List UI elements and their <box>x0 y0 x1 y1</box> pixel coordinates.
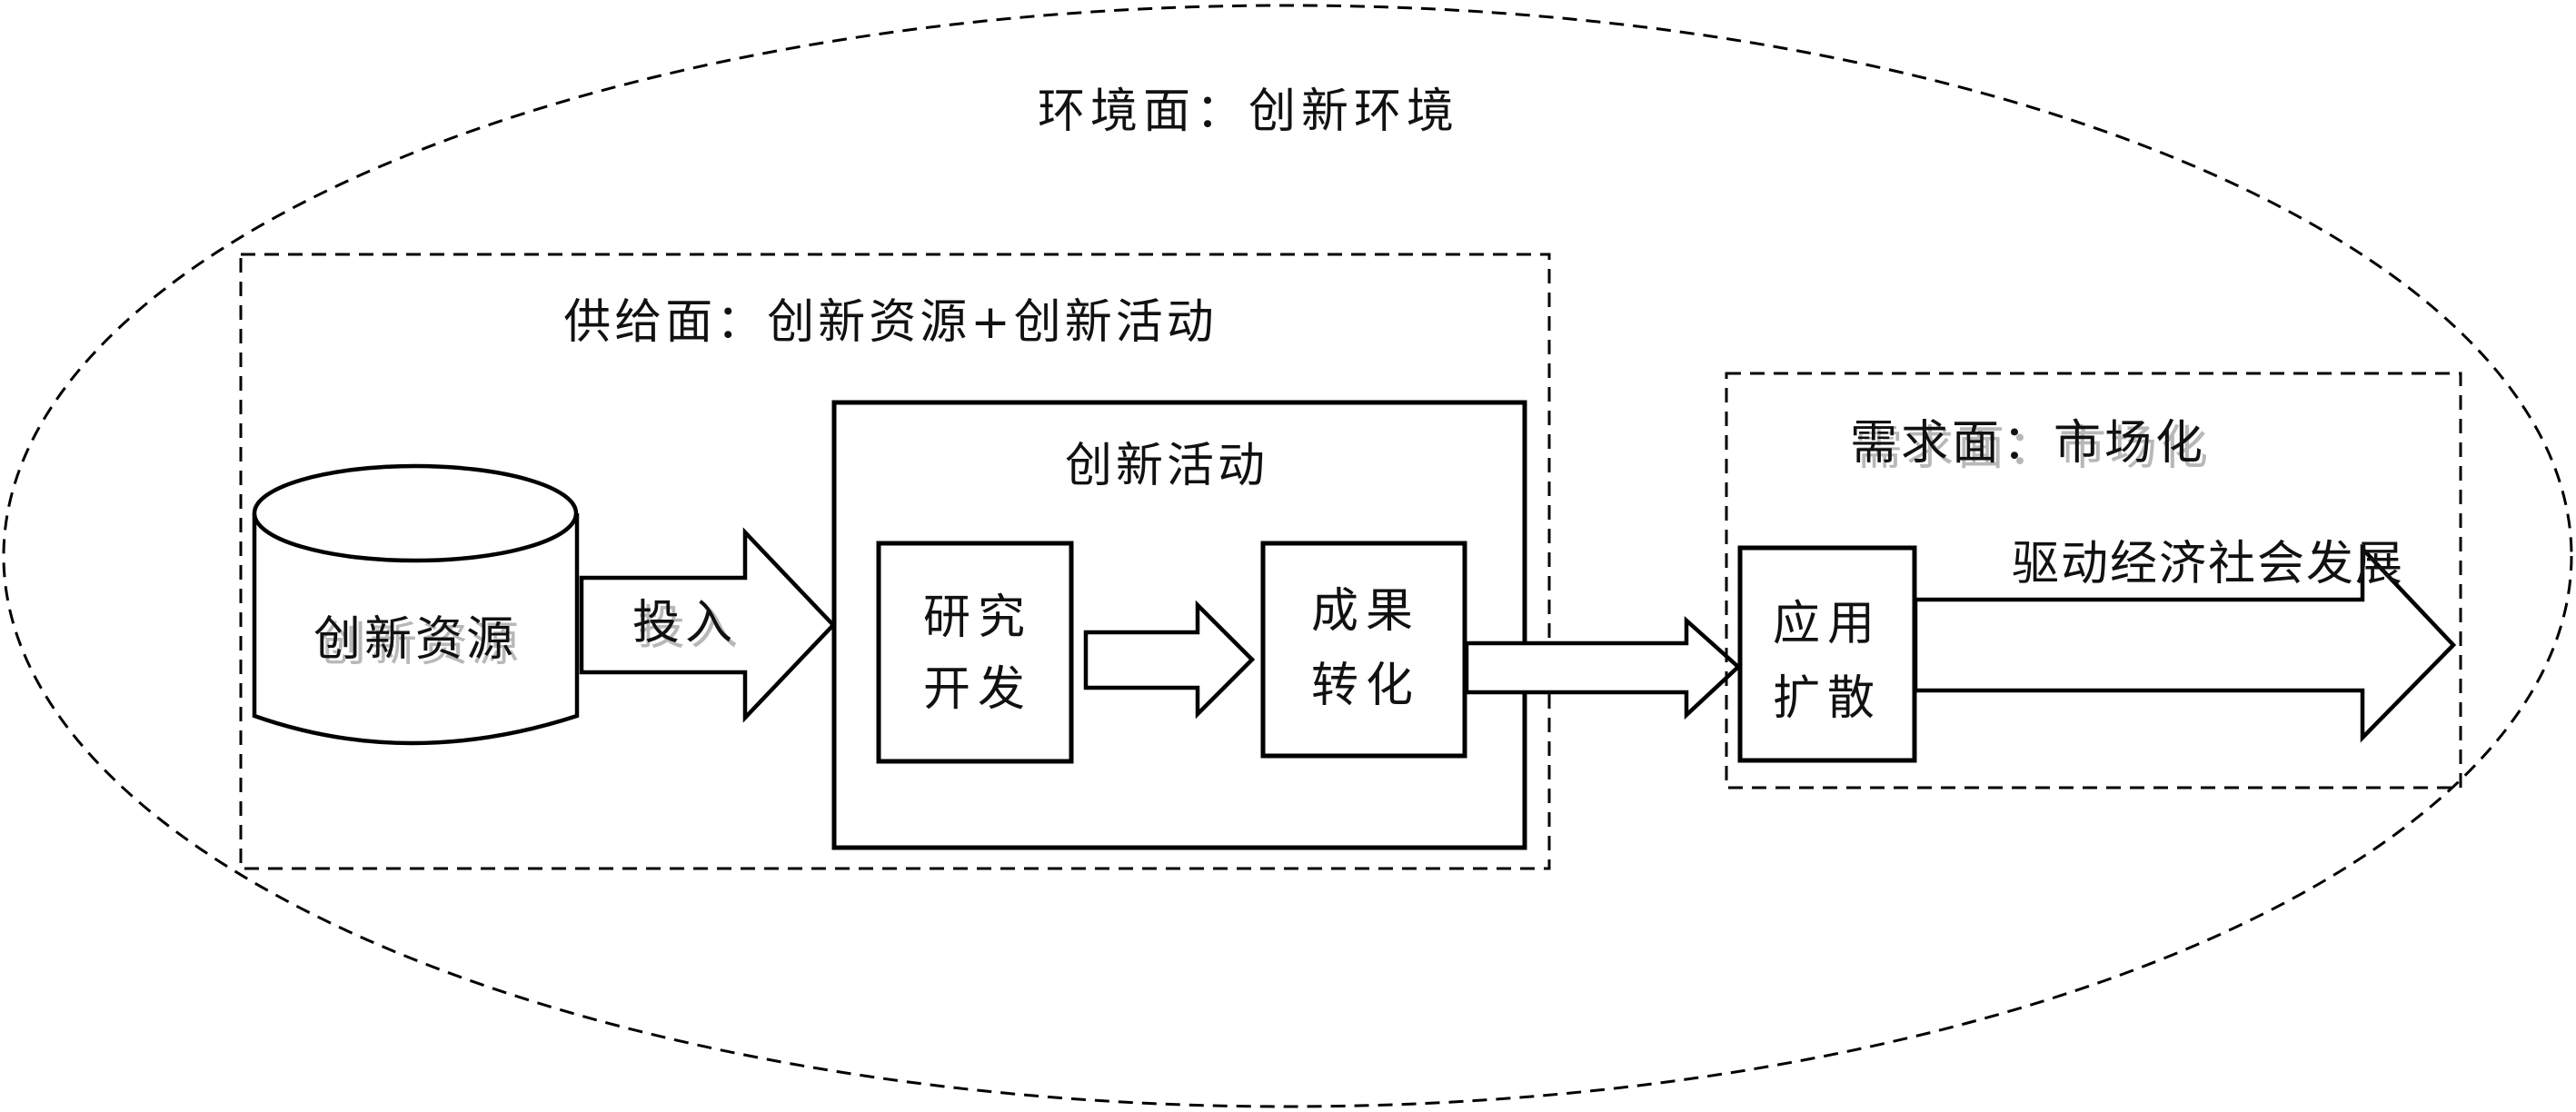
transformation-label-line1: 成果 <box>1311 584 1420 639</box>
diffusion-label-line2: 扩散 <box>1773 671 1882 726</box>
demand-side-label-shadow: 需求面：市场化 <box>1855 422 2212 476</box>
diffusion-label-line1: 应用 <box>1773 597 1882 651</box>
input-arrow <box>579 527 837 723</box>
innovation-activity-label: 创新活动 <box>1065 439 1268 493</box>
innovation-resources-label: 创新资源 <box>313 612 517 667</box>
innovation-resources-cylinder <box>252 463 580 746</box>
environment-label: 环境面：创新环境 <box>1038 84 1459 139</box>
innovation-resources-shadow: 创新资源 <box>319 618 522 672</box>
supply-side-label: 供给面：创新资源+创新活动 <box>563 295 1218 350</box>
transformation-box <box>1260 541 1467 759</box>
rd-box <box>876 541 1074 764</box>
supply-side-box <box>239 253 1551 870</box>
rd-label-line1: 研究 <box>923 591 1032 645</box>
diffusion-box <box>1737 545 1917 763</box>
drive-development-arrow <box>1913 543 2457 743</box>
drive-development-label: 驱动经济社会发展 <box>2012 537 2404 591</box>
demand-side-box <box>1725 372 2462 789</box>
environment-ellipse <box>2 4 2573 1108</box>
input-label: 投入 <box>632 596 738 650</box>
demand-side-label: 需求面：市场化 <box>1850 416 2206 471</box>
input-label-shadow: 投入 <box>638 601 743 656</box>
transform-to-diffusion-arrow <box>1464 615 1742 720</box>
transformation-label-line2: 转化 <box>1311 659 1420 713</box>
rd-label-line2: 开发 <box>923 662 1032 717</box>
rd-to-transform-arrow <box>1083 600 1256 720</box>
